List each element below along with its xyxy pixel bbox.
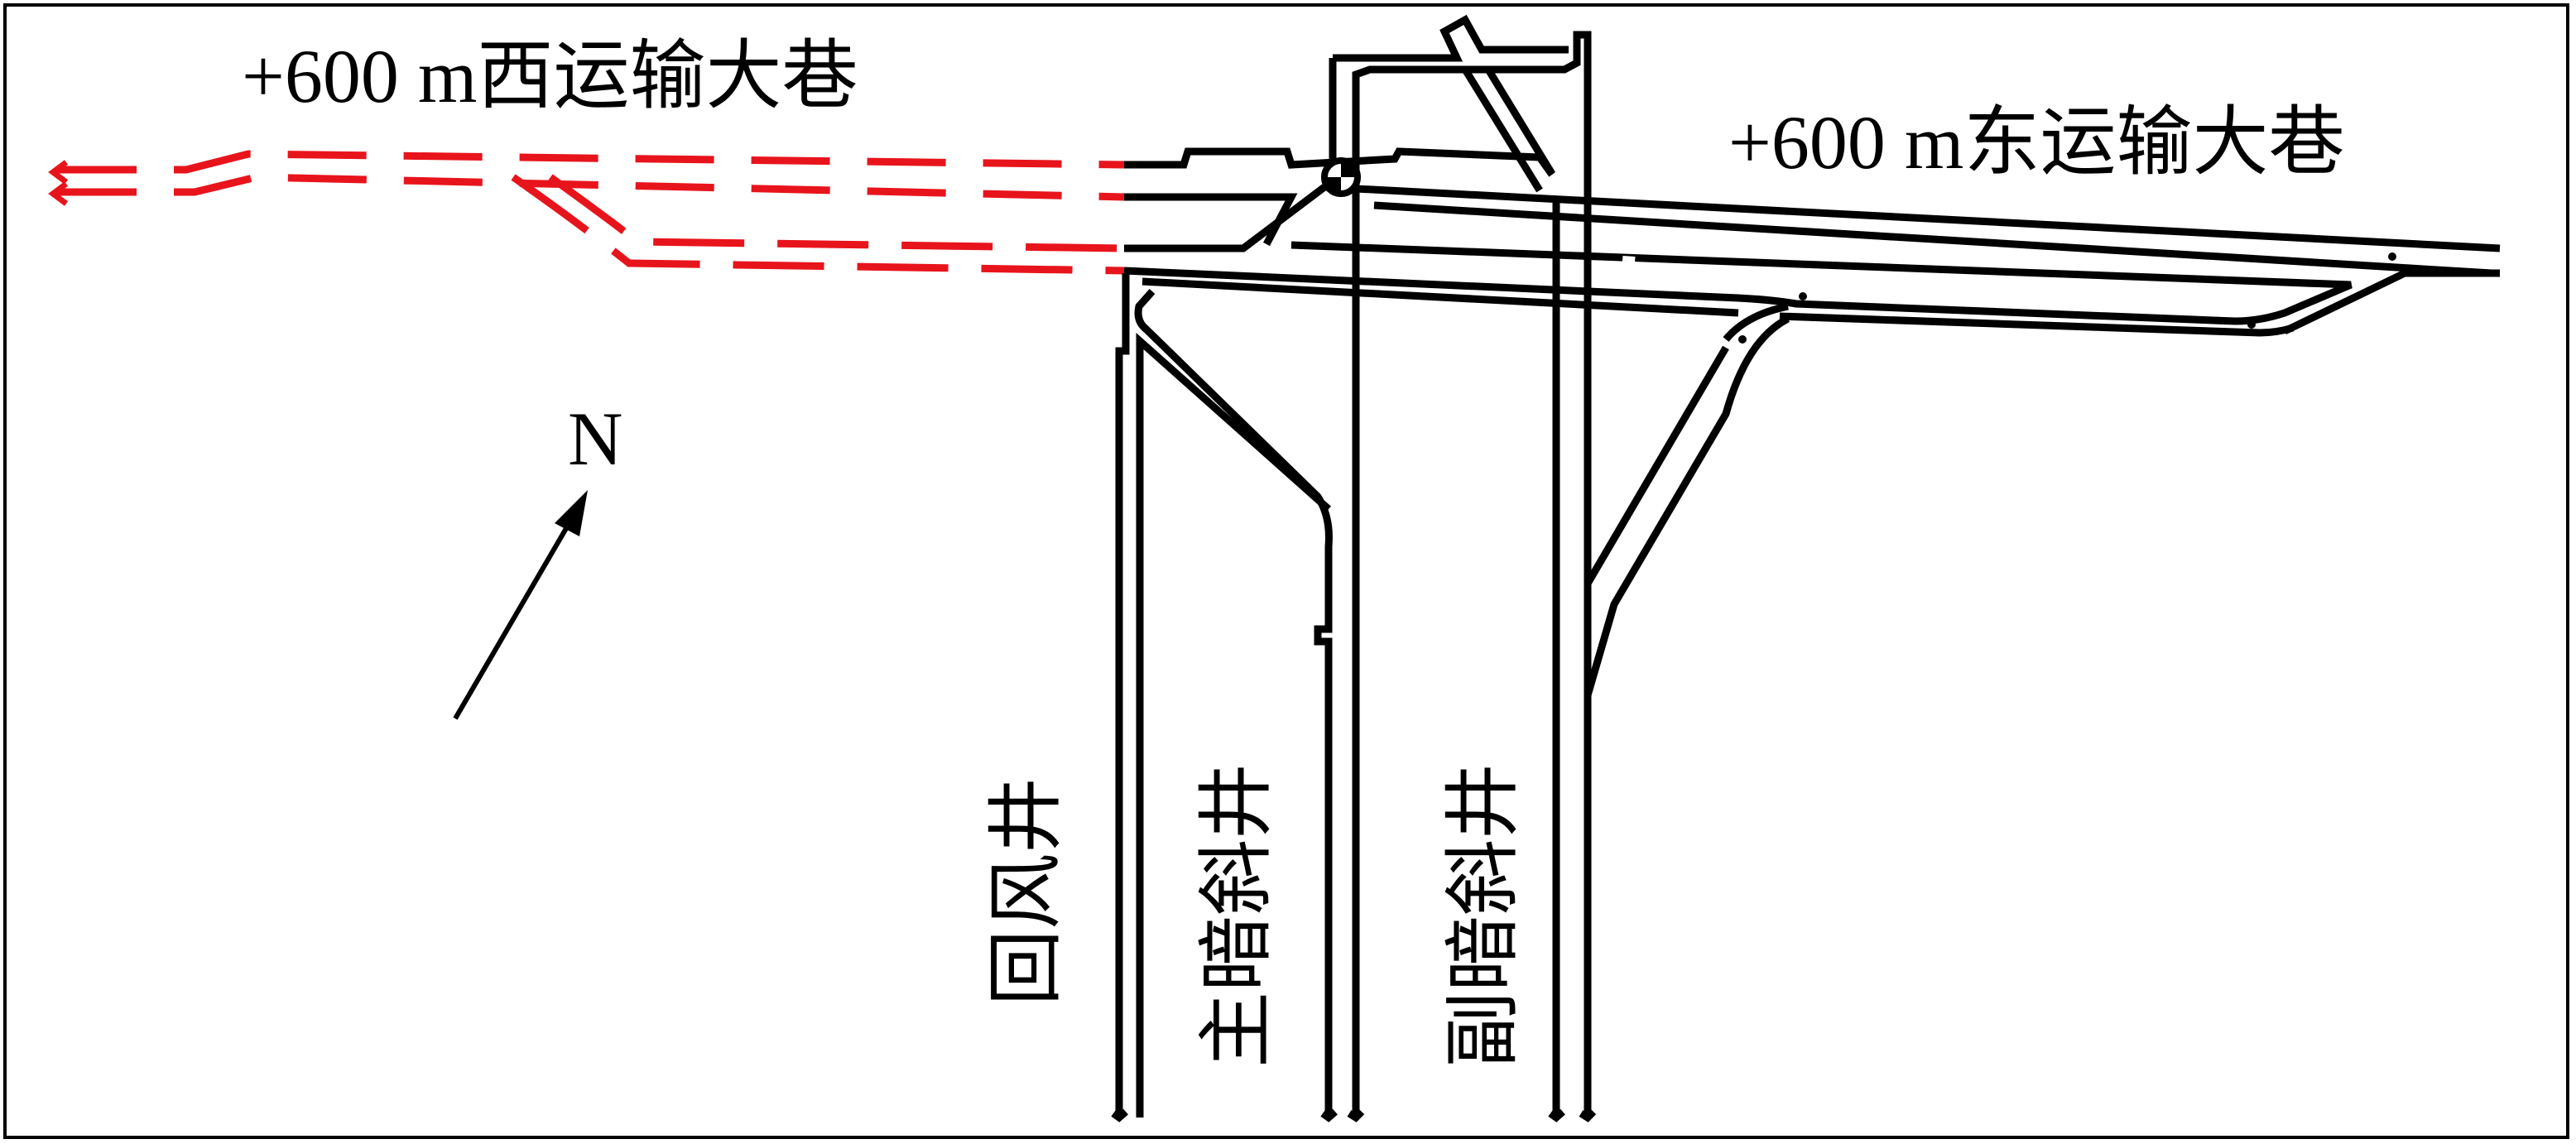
west-roadway-label: +600 m西运输大巷: [242, 34, 858, 118]
west-roadway-end-caps: [48, 160, 69, 206]
north-arrow: [453, 490, 588, 720]
existing-tunnels: [1111, 14, 2501, 1122]
auxiliary-blind-inclined-shaft-label: 副暗斜井: [1439, 762, 1527, 1068]
return-air-shaft-label: 回风井: [982, 776, 1070, 1006]
west-roadway-planned: [58, 150, 1125, 275]
diagram-frame: [3, 3, 2569, 1139]
survey-points: [1738, 252, 2396, 344]
north-label: N: [568, 397, 623, 481]
junction-marker: [1321, 157, 1361, 197]
main-blind-inclined-shaft-label: 主暗斜井: [1192, 762, 1281, 1068]
east-roadway-label: +600 m东运输大巷: [1728, 100, 2345, 185]
